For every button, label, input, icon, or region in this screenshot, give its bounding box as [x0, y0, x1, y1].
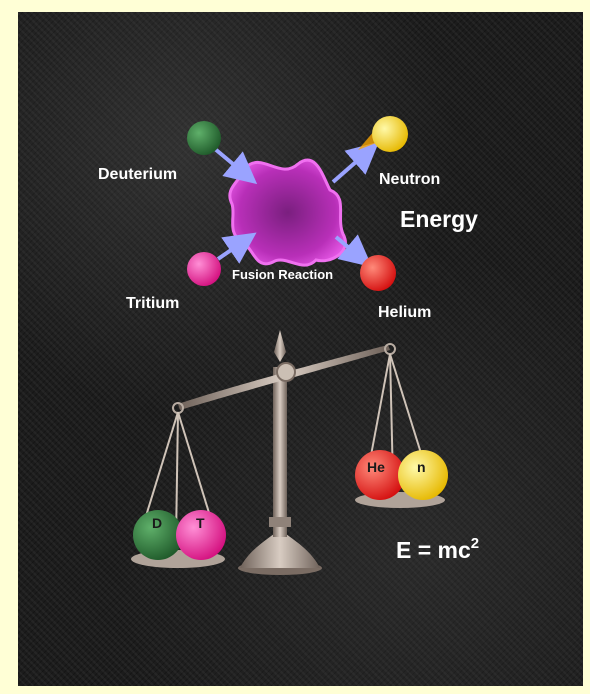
fusion-reaction-blob [228, 158, 347, 267]
deuterium-label: Deuterium [98, 166, 177, 183]
arrow-helium-out [334, 234, 373, 268]
energy-label: Energy [400, 206, 478, 232]
arrow-neutron-out [331, 141, 380, 184]
left-ball-tritium [176, 510, 226, 560]
right-ball-n-label: n [417, 459, 426, 475]
arrow-deuterium-in [213, 147, 258, 185]
diagram-frame: Deuterium Neutron Energy Fusion Reaction… [18, 12, 583, 686]
arrow-tritium-in [216, 232, 257, 264]
left-ball-t-label: T [196, 515, 205, 531]
equation: E = mc2 [396, 535, 479, 563]
deuterium-particle [187, 121, 221, 155]
left-ball-deuterium [133, 510, 183, 560]
right-ball-he-label: He [367, 459, 385, 475]
fusion-diagram: Deuterium Neutron Energy Fusion Reaction… [98, 116, 479, 575]
tritium-particle [187, 252, 221, 286]
equation-base: E = mc [396, 537, 471, 563]
left-ball-d-label: D [152, 515, 162, 531]
tritium-label: Tritium [126, 295, 179, 312]
fusion-reaction-label: Fusion Reaction [232, 267, 333, 282]
helium-particle [360, 255, 396, 291]
equation-exponent: 2 [471, 535, 479, 552]
right-ball-helium [355, 450, 405, 500]
right-ball-neutron [398, 450, 448, 500]
neutron-particle [372, 116, 408, 152]
neutron-label: Neutron [379, 171, 440, 188]
helium-label: Helium [378, 304, 431, 321]
